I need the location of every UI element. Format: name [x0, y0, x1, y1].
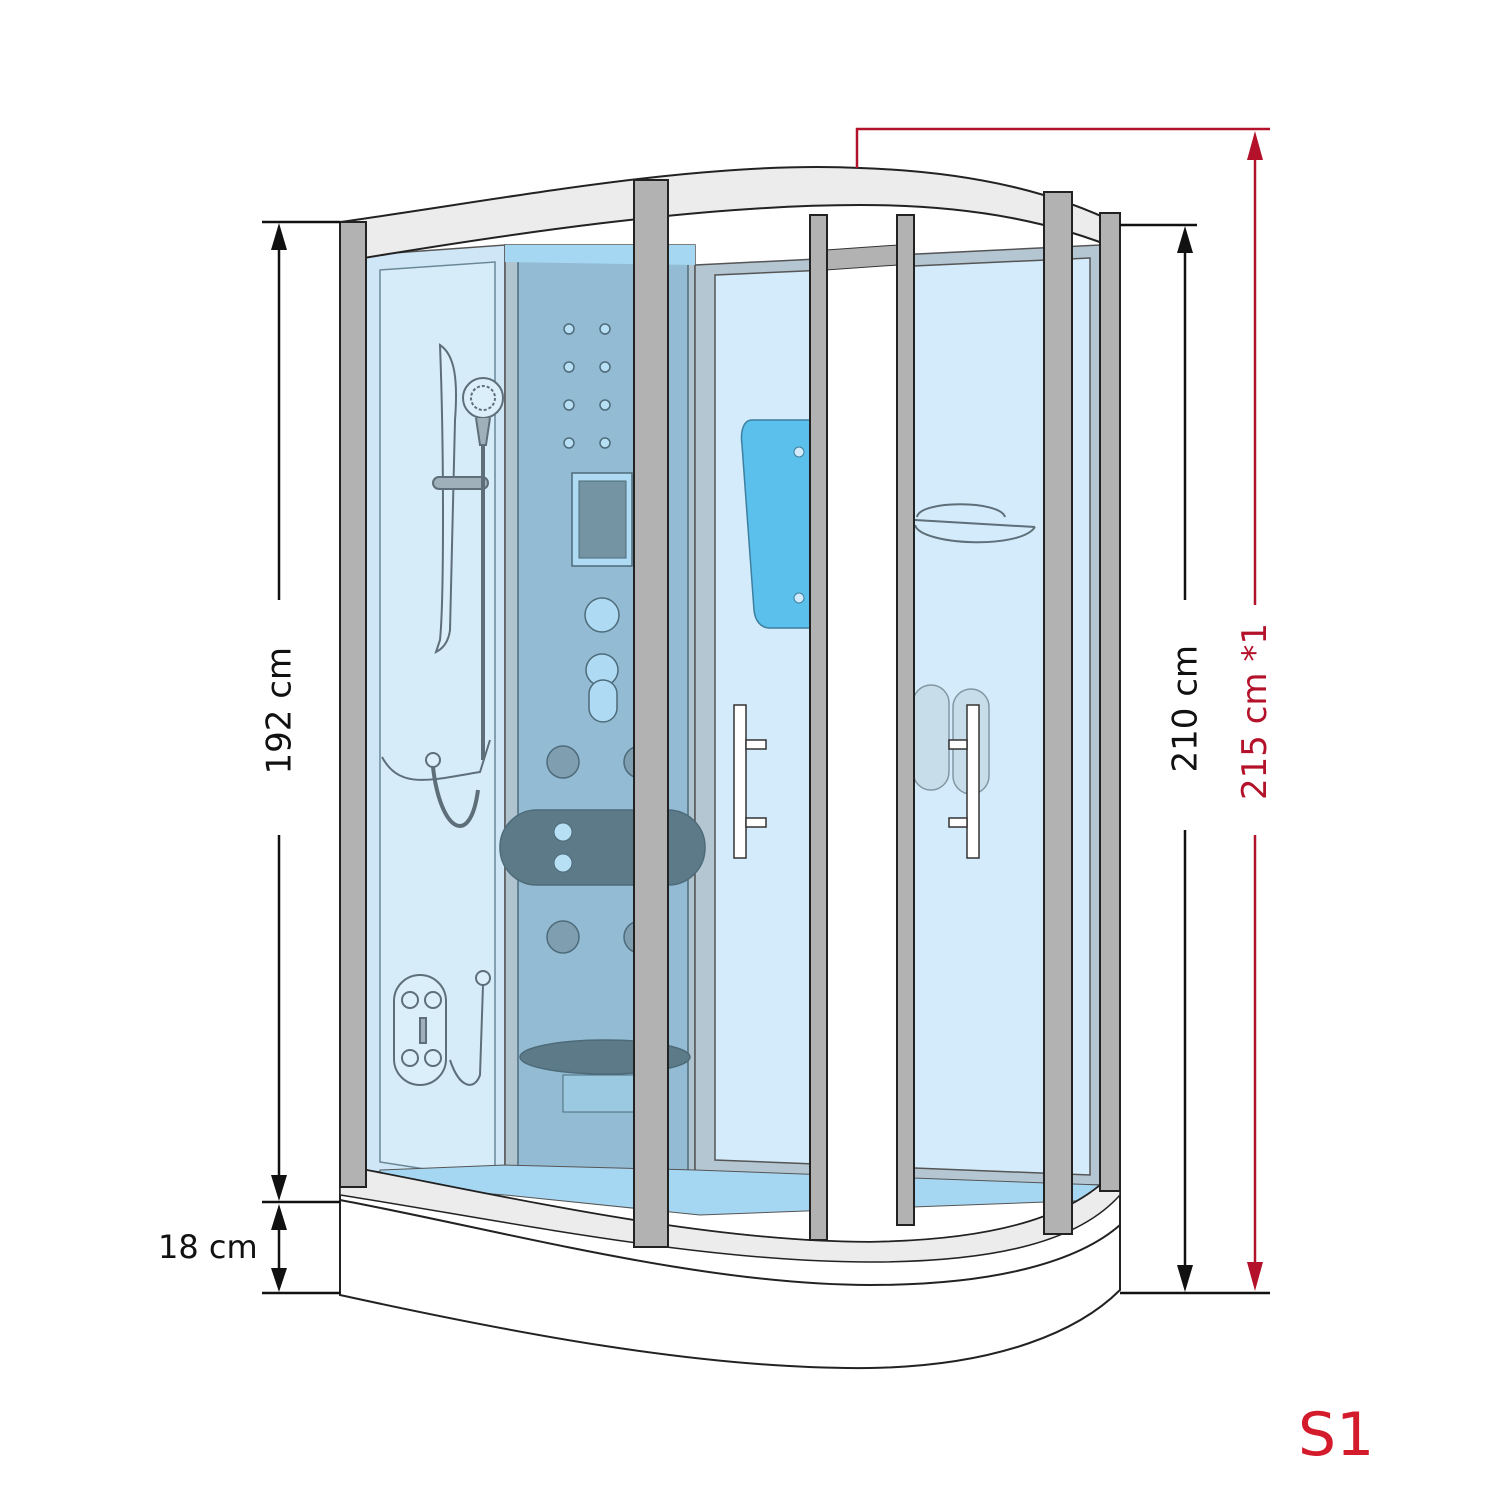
tray-height-label: 18 cm — [158, 1228, 258, 1266]
cabin-height-label: 192 cm — [259, 646, 300, 775]
body-jets — [563, 323, 611, 449]
mixer-lever — [585, 653, 619, 723]
red-dimension-line — [855, 127, 1270, 1291]
frame-posts — [339, 179, 1121, 1248]
headrest-cushion — [499, 809, 706, 886]
total-height-label: 210 cm — [1165, 644, 1206, 773]
door-handle-right — [948, 704, 980, 859]
door-handle-left — [733, 704, 767, 859]
total-height-with-roof-label: 215 cm *1 — [1235, 623, 1275, 800]
foot-massager — [393, 970, 491, 1086]
wire-shelf — [914, 503, 1036, 544]
variant-mark: S1 — [1298, 1400, 1375, 1470]
display-panel — [571, 472, 633, 567]
dimension-lines — [262, 220, 1270, 1295]
control-knob — [584, 597, 620, 633]
hand-shower-set — [381, 343, 504, 828]
door-opening — [826, 265, 898, 1222]
